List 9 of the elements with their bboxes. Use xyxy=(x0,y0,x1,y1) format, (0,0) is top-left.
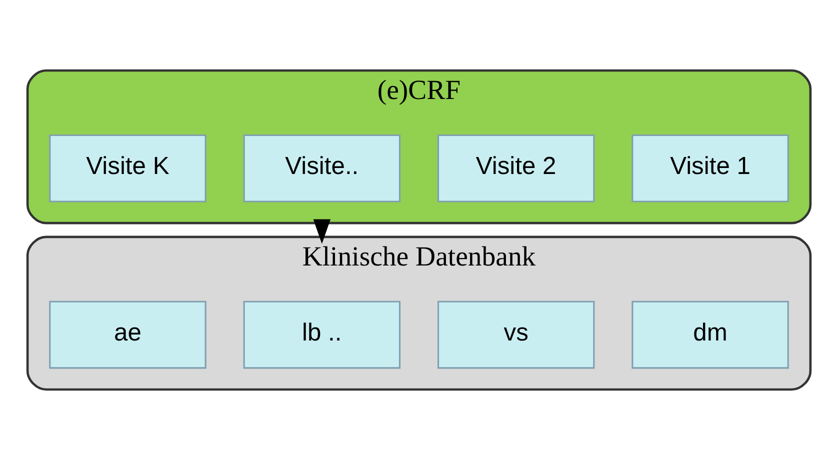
node-box: ae xyxy=(49,300,206,369)
node-box: Visite 2 xyxy=(438,134,595,202)
arrow xyxy=(313,219,331,244)
node-box: Visite K xyxy=(49,134,206,202)
node-box: Visite 1 xyxy=(632,134,789,202)
node-box: Visite.. xyxy=(243,134,400,202)
node-box: vs xyxy=(438,300,595,369)
node-box: lb .. xyxy=(243,300,400,369)
node-box: dm xyxy=(632,300,789,369)
